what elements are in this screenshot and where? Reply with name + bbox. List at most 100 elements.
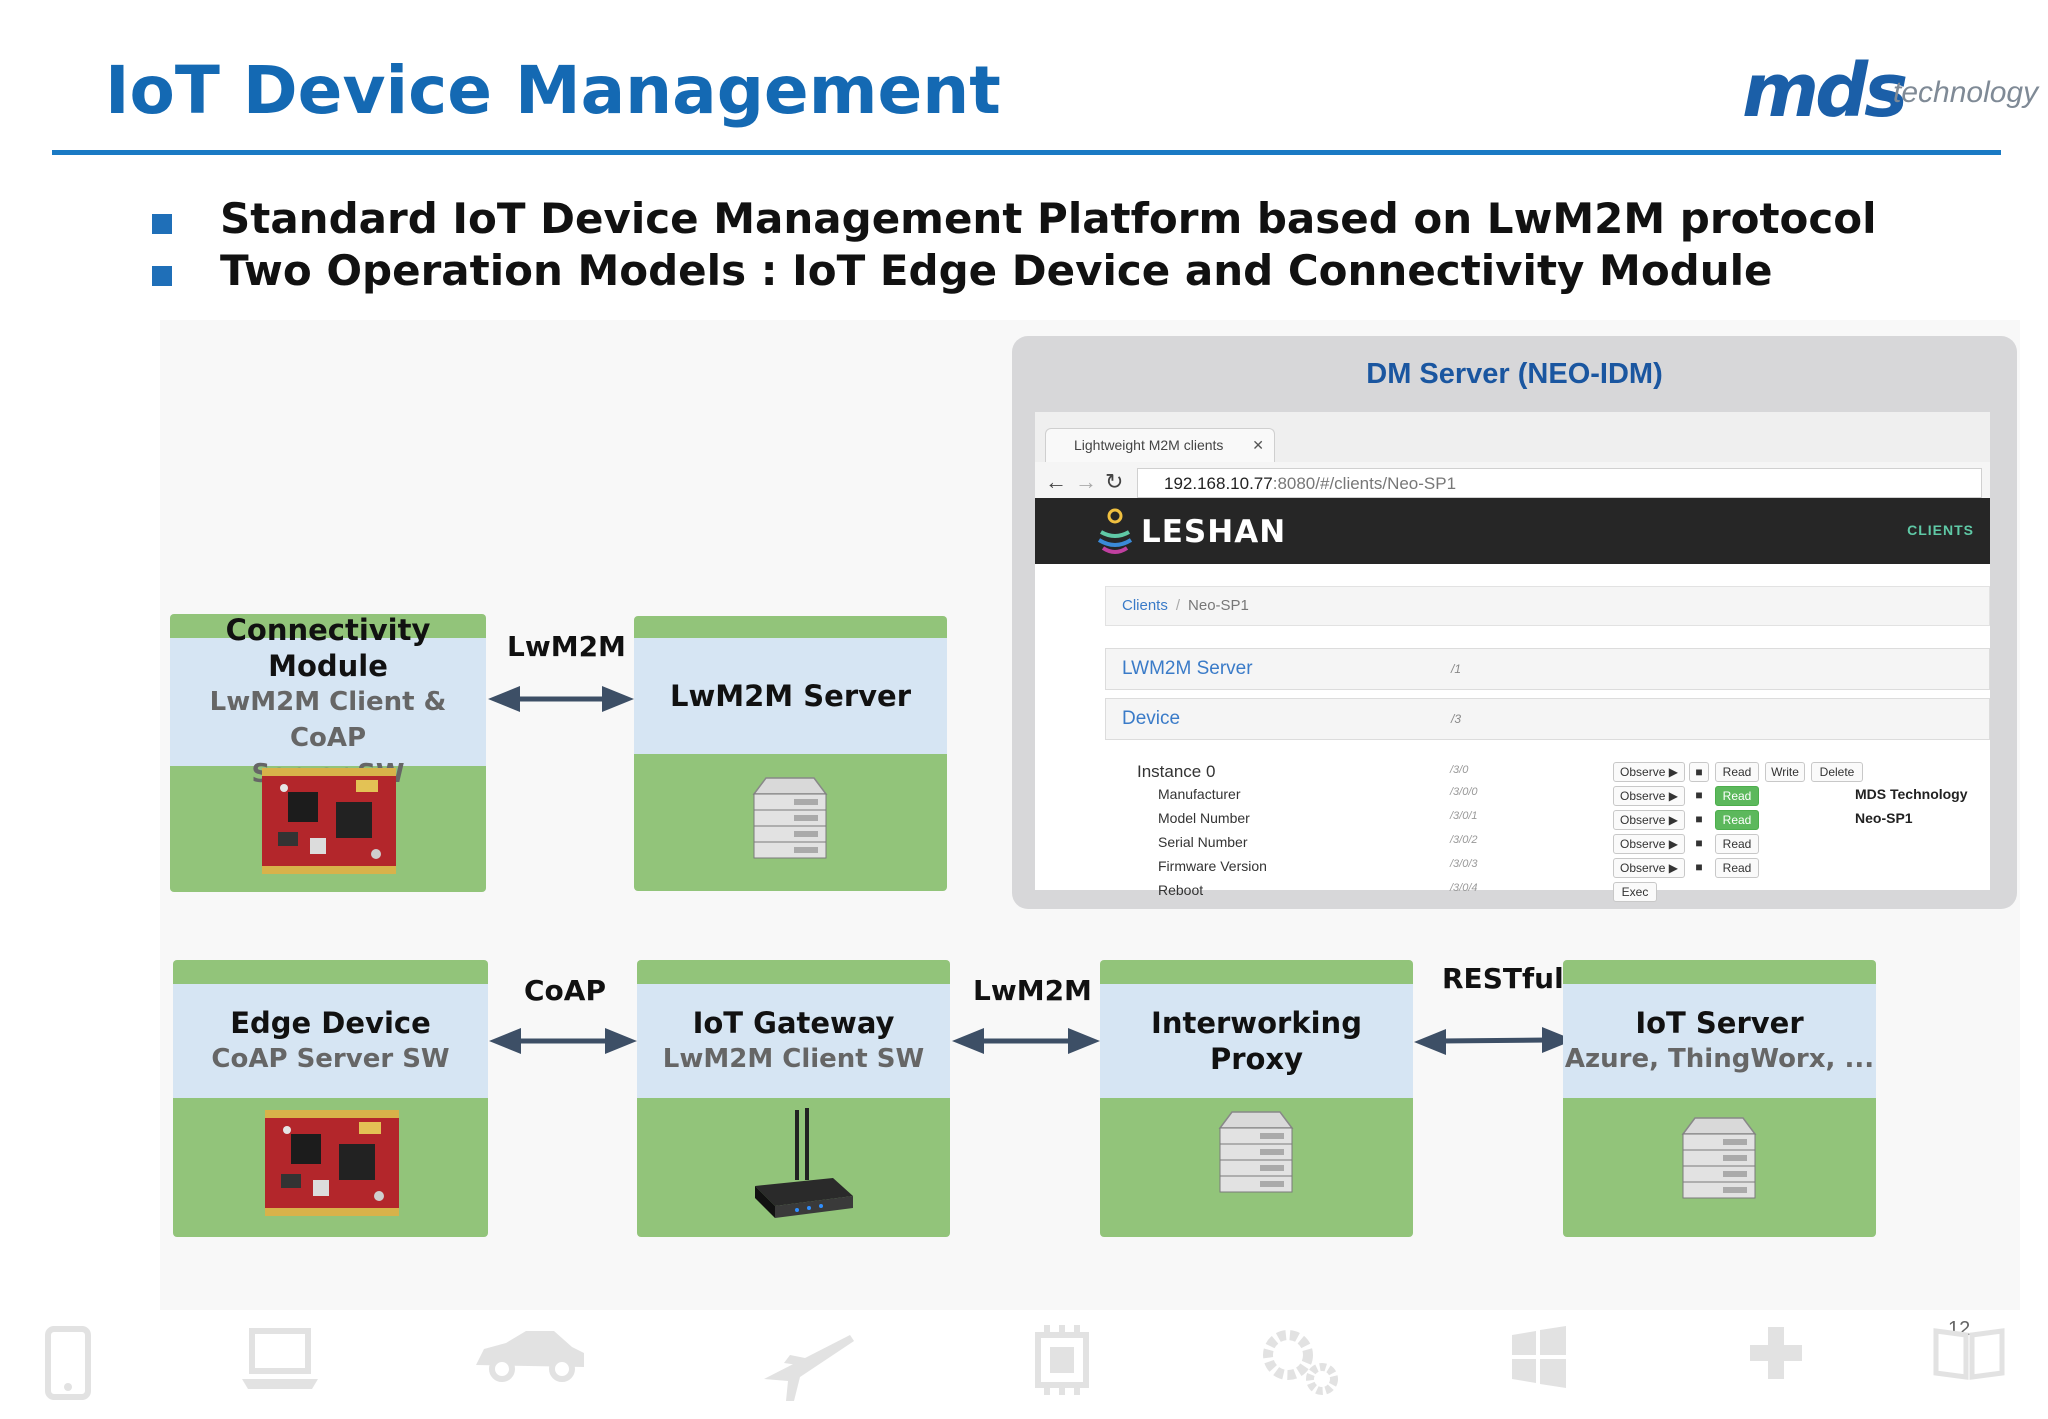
url-host: 192.168.10.77	[1164, 474, 1273, 493]
link-label-restful: RESTful	[1442, 962, 1564, 995]
book-icon	[1933, 1328, 2005, 1380]
resource-path: /3/0/4	[1450, 882, 1478, 894]
link-label-lwm2m-top: LwM2M	[507, 630, 626, 663]
resource-path: /3/0/2	[1450, 834, 1478, 846]
link-label-lwm2m-bottom: LwM2M	[973, 974, 1092, 1007]
back-icon[interactable]: ←	[1045, 469, 1067, 494]
object-path: /1	[1451, 662, 1462, 676]
url-path: :8080/#/clients/Neo-SP1	[1272, 474, 1457, 493]
dm-server-title: DM Server (NEO-IDM)	[1366, 358, 1663, 390]
connectivity-module-title: Connectivity Module	[225, 613, 431, 683]
circuit-board-icon	[262, 768, 396, 874]
resource-row: Serial Number /3/0/2 Observe ▶ ■ Read	[1035, 834, 1990, 858]
observe-button[interactable]: Observe ▶	[1613, 834, 1685, 854]
read-button[interactable]: Read	[1715, 762, 1759, 782]
observe-button[interactable]: Observe ▶	[1613, 762, 1685, 782]
observe-button[interactable]: Observe ▶	[1613, 786, 1685, 806]
write-button[interactable]: Write	[1765, 762, 1805, 782]
edge-device-box: Edge Device CoAP Server SW	[173, 960, 488, 1237]
observe-button[interactable]: Observe ▶	[1613, 810, 1685, 830]
app-navbar: LESHAN CLIENTS	[1035, 498, 1990, 564]
iot-server-box: IoT Server Azure, ThingWorx, ...	[1563, 960, 1876, 1237]
lwm2m-server-box: LwM2M Server	[634, 616, 947, 891]
edge-device-title: Edge Device	[230, 1006, 431, 1040]
resource-path: /3/0/0	[1450, 786, 1478, 798]
edge-device-subtitle: CoAP Server SW	[211, 1044, 450, 1074]
server-rack-icon	[1681, 1117, 1757, 1199]
circuit-board-icon	[265, 1110, 399, 1216]
url-field[interactable]: 192.168.10.77:8080/#/clients/Neo-SP1	[1137, 468, 1982, 498]
resource-value: MDS Technology	[1855, 786, 1968, 802]
iot-gateway-title: IoT Gateway	[692, 1006, 895, 1040]
windows-icon	[1512, 1326, 1566, 1388]
reload-icon[interactable]: ↻	[1105, 469, 1124, 494]
read-button[interactable]: Read	[1715, 810, 1759, 830]
exec-button[interactable]: Exec	[1613, 882, 1657, 902]
breadcrumb-current: Neo-SP1	[1188, 597, 1249, 614]
resource-path: /3/0/3	[1450, 858, 1478, 870]
server-rack-icon	[752, 777, 828, 859]
nav-clients-link[interactable]: CLIENTS	[1907, 522, 1974, 538]
bidirectional-arrow	[489, 1028, 637, 1054]
bullet-marker	[152, 266, 172, 286]
page-title: IoT Device Management	[105, 52, 1001, 129]
observe-button[interactable]: Observe ▶	[1613, 858, 1685, 878]
resource-row: Firmware Version /3/0/3 Observe ▶ ■ Read	[1035, 858, 1990, 882]
bullet-text: Standard IoT Device Management Platform …	[220, 194, 1877, 243]
bullet-text: Two Operation Models : IoT Edge Device a…	[220, 246, 1773, 295]
resource-name: Serial Number	[1158, 834, 1248, 850]
bidirectional-arrow	[488, 686, 634, 712]
bidirectional-arrow	[952, 1028, 1100, 1054]
instance-label: Instance 0	[1137, 762, 1216, 781]
object-row-device[interactable]: Device /3	[1105, 698, 1990, 740]
breadcrumb: Clients/Neo-SP1	[1105, 586, 1990, 626]
stop-button[interactable]: ■	[1695, 836, 1703, 850]
lwm2m-server-title: LwM2M Server	[670, 679, 911, 713]
read-button[interactable]: Read	[1715, 786, 1759, 806]
browser-tab[interactable]: Lightweight M2M clients ✕	[1045, 428, 1275, 462]
car-icon	[476, 1331, 584, 1382]
gears-icon	[1263, 1330, 1338, 1395]
chip-icon	[1035, 1325, 1089, 1395]
resource-name: Manufacturer	[1158, 786, 1241, 802]
interworking-proxy-box: Interworking Proxy	[1100, 960, 1413, 1237]
browser-screenshot: Lightweight M2M clients ✕ ← → ↻ 192.168.…	[1035, 412, 1990, 902]
forward-icon[interactable]: →	[1075, 469, 1097, 494]
stop-button[interactable]: ■	[1695, 788, 1703, 802]
resource-name: Reboot	[1158, 882, 1204, 898]
instance-path: /3/0	[1450, 764, 1469, 776]
object-name: Device	[1122, 708, 1181, 729]
resource-value: Neo-SP1	[1855, 810, 1913, 826]
title-divider	[52, 150, 2001, 155]
resource-row: Reboot /3/0/4 Exec	[1035, 882, 1990, 906]
laptop-icon	[242, 1328, 318, 1389]
read-button[interactable]: Read	[1715, 834, 1759, 854]
resource-row: Manufacturer /3/0/0 Observe ▶ ■ Read MDS…	[1035, 786, 1990, 810]
resource-name: Model Number	[1158, 810, 1250, 826]
interworking-proxy-title: Interworking Proxy	[1151, 1006, 1362, 1076]
company-logo: mds	[1742, 48, 1908, 134]
tab-label: Lightweight M2M clients	[1074, 437, 1224, 453]
leshan-brand: LESHAN	[1141, 514, 1287, 550]
breadcrumb-clients[interactable]: Clients	[1122, 597, 1168, 614]
link-label-coap: CoAP	[524, 974, 606, 1007]
bidirectional-arrow	[1414, 1027, 1574, 1055]
company-logo-subtitle: technology	[1893, 76, 2039, 109]
iot-server-subtitle: Azure, ThingWorx, ...	[1564, 1044, 1875, 1074]
stop-button[interactable]: ■	[1689, 762, 1709, 782]
close-icon[interactable]: ✕	[1252, 437, 1264, 453]
read-button[interactable]: Read	[1715, 858, 1759, 878]
browser-tabbar: Lightweight M2M clients ✕	[1035, 412, 1990, 462]
server-rack-icon	[1218, 1111, 1294, 1193]
stop-button[interactable]: ■	[1695, 860, 1703, 874]
object-name: LWM2M Server	[1122, 658, 1253, 679]
object-row-lwm2m-server[interactable]: LWM2M Server /1	[1105, 648, 1990, 690]
resource-path: /3/0/1	[1450, 810, 1478, 822]
phone-icon	[45, 1326, 91, 1400]
resource-row: Model Number /3/0/1 Observe ▶ ■ Read Neo…	[1035, 810, 1990, 834]
stop-button[interactable]: ■	[1695, 812, 1703, 826]
connectivity-module-box: Connectivity Module LwM2M Client & CoAP …	[170, 613, 486, 892]
delete-button[interactable]: Delete	[1811, 762, 1863, 782]
connectivity-module-subtitle: LwM2M Client & CoAP	[209, 687, 447, 753]
resource-name: Firmware Version	[1158, 858, 1267, 874]
